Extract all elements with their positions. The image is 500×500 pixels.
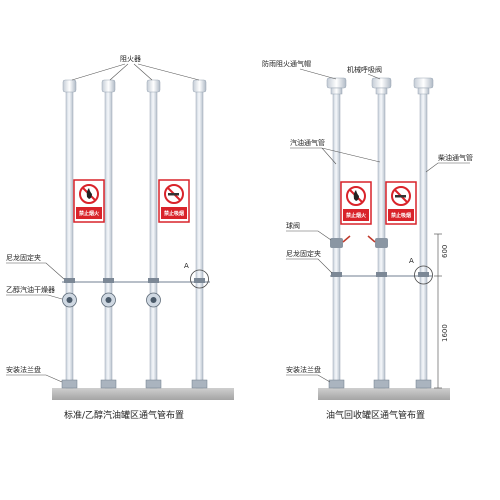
right-base-slab [318,388,450,400]
left-dryer-label: 乙醇汽油干燥器 [6,285,55,294]
right-detail-mark: A [409,257,414,265]
left-flange-leader [6,374,63,383]
left-sign-smoke-text: 禁止吸烟 [163,210,184,217]
left-dryer-3 [146,292,161,308]
right-flange-leader [286,374,331,383]
left-clamp-4 [194,278,205,283]
left-pipe-1 [65,83,74,389]
right-arrester-cap-label: 防雨阻火通气帽 [262,59,311,68]
right-ball-valve-leader [286,230,332,241]
right-dimension-600: 600 [441,245,449,258]
right-sign-smoke: 禁止吸烟 [385,181,417,225]
right-flange-2 [373,379,390,389]
left-clamp-leader [6,262,65,280]
left-dryer-2 [101,292,116,308]
right-breather-valve [371,77,392,95]
right-sign-fire: 禁止烟火 [340,181,372,225]
right-sign-smoke-text: 禁止吸烟 [390,212,411,219]
right-gasoline-vent-label: 汽油通气管 [290,138,325,147]
left-sign-fire-text: 禁止烟火 [78,210,100,217]
right-detail-circle [414,265,433,285]
left-arrester-leader [71,63,200,81]
right-dimension-1600: 1600 [441,324,449,342]
left-dryer-1 [62,292,77,308]
right-clamp-3 [418,272,429,277]
right-ball-valve-1 [330,235,351,248]
right-pipe-diesel [419,91,428,389]
right-arrester-cap [326,77,347,95]
right-clamp-leader [286,258,333,274]
left-flange-label: 安装法兰盘 [6,365,41,374]
left-arrester-3 [146,79,161,93]
right-dimension-lines [434,233,442,389]
right-ball-valve-label: 球阀 [286,221,300,230]
left-sign-fire: 禁止烟火 [73,179,105,223]
left-clamp-label: 尼龙固定夹 [6,253,41,262]
right-sign-fire-text: 禁止烟火 [345,212,367,219]
right-breather-leader [367,73,381,80]
right-diesel-vent-leader [425,162,470,173]
left-flange-1 [61,379,78,389]
right-arrester-cap-leader [299,68,337,80]
left-flange-4 [191,379,208,389]
left-arrester-4 [192,79,207,93]
left-sign-smoke: 禁止吸烟 [158,179,190,223]
left-dryer-leader [6,294,63,300]
right-breather-label: 机械呼吸阀 [347,65,382,74]
left-diagram: 阻火器 禁止烟火 禁止吸烟 [6,54,234,421]
left-arrester-1 [62,79,77,93]
right-diesel-cap [413,77,434,95]
left-clamp-1 [64,278,75,283]
left-clamp-2 [103,278,114,283]
right-flange-3 [415,379,432,389]
right-diagram: 防雨阻火通气帽 机械呼吸阀 汽油通气管 柴油通气管 禁止烟火 禁止吸烟 [262,59,473,421]
left-clamp-3 [148,278,159,283]
left-pipe-4 [195,83,204,389]
left-caption: 标准/乙醇汽油罐区通气管布置 [64,409,184,421]
right-clamp-2 [376,272,387,277]
right-diesel-vent-label: 柴油通气管 [438,153,473,162]
left-detail-mark: A [184,262,189,270]
right-flange-1 [328,379,345,389]
right-gasoline-vent-leader [290,147,381,165]
left-base-slab [52,388,234,400]
right-caption: 油气回收罐区通气管布置 [326,409,425,421]
left-flange-3 [145,379,162,389]
right-flange-label: 安装法兰盘 [286,365,321,374]
right-clamp-1 [331,272,342,277]
left-detail-circle [190,269,209,289]
left-flange-2 [100,379,117,389]
left-arrester-label: 阻火器 [120,54,141,63]
left-arrester-2 [101,79,116,93]
left-pipe-3 [149,83,158,389]
left-pipe-2 [104,83,113,389]
right-ball-valve-2 [367,235,388,248]
right-clamp-label: 尼龙固定夹 [286,249,321,258]
